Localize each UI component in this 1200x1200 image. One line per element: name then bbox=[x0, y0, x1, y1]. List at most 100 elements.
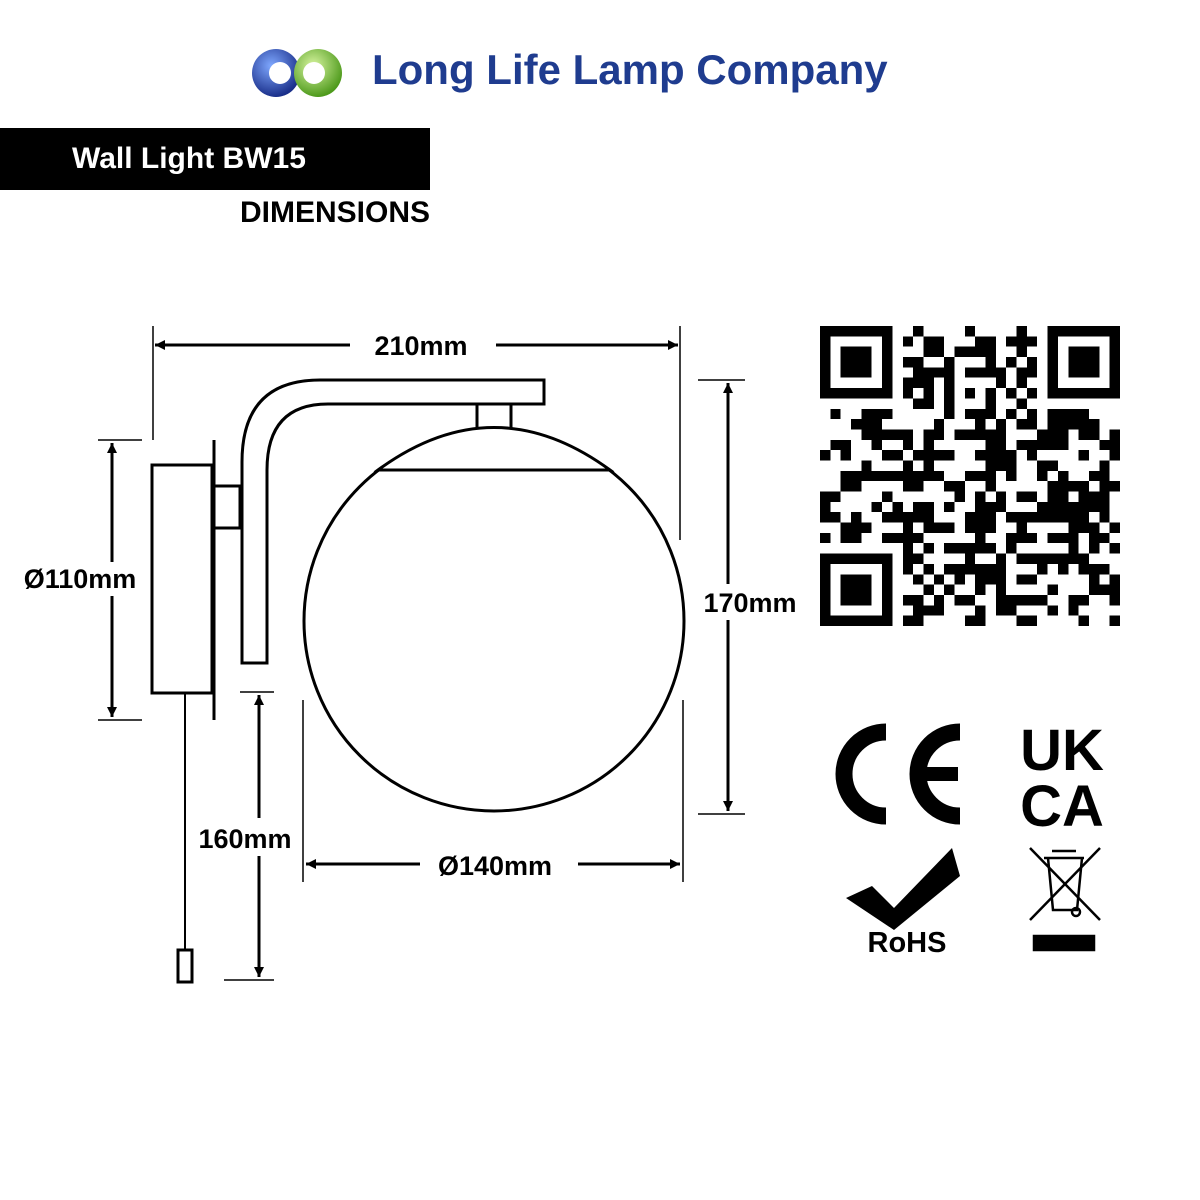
qr-module bbox=[944, 388, 955, 399]
qr-module bbox=[933, 594, 945, 606]
qr-module bbox=[1057, 501, 1069, 513]
qr-module bbox=[913, 481, 924, 492]
qr-module bbox=[1016, 377, 1027, 389]
qr-module bbox=[913, 398, 924, 409]
qr-module bbox=[964, 470, 976, 482]
qr-module bbox=[1068, 605, 1079, 616]
qr-module bbox=[985, 563, 996, 575]
qr-code-icon bbox=[820, 326, 1120, 626]
qr-module bbox=[995, 605, 1007, 616]
qr-module bbox=[1068, 408, 1079, 420]
qr-module bbox=[1026, 491, 1038, 502]
qr-module bbox=[985, 429, 996, 440]
qr-module bbox=[964, 543, 976, 554]
qr-module bbox=[923, 429, 934, 440]
qr-module bbox=[1026, 594, 1038, 606]
qr-module bbox=[1068, 522, 1079, 533]
qr-module bbox=[1047, 491, 1058, 502]
qr-module bbox=[1088, 470, 1100, 482]
qr-module bbox=[1078, 450, 1089, 461]
qr-module bbox=[985, 460, 996, 471]
qr-module bbox=[861, 470, 872, 482]
qr-module bbox=[1068, 543, 1079, 554]
qr-module bbox=[820, 532, 831, 544]
globe bbox=[302, 429, 686, 813]
qr-module bbox=[964, 346, 976, 358]
qr-module bbox=[975, 532, 986, 544]
qr-module bbox=[1109, 522, 1120, 533]
qr-module bbox=[995, 450, 1007, 461]
qr-module bbox=[985, 398, 996, 409]
qr-module bbox=[902, 429, 914, 440]
qr-module bbox=[1037, 439, 1048, 451]
qr-module bbox=[985, 543, 996, 554]
qr-module bbox=[1037, 460, 1048, 471]
qr-module bbox=[944, 450, 955, 461]
qr-module bbox=[995, 574, 1007, 585]
qr-module bbox=[1037, 594, 1048, 606]
qr-module bbox=[913, 326, 924, 337]
qr-module bbox=[964, 553, 976, 564]
qr-module bbox=[913, 367, 924, 378]
qr-module bbox=[1099, 501, 1110, 513]
qr-module bbox=[923, 605, 934, 616]
qr-module bbox=[1006, 336, 1017, 347]
qr-module bbox=[840, 439, 852, 451]
qr-module bbox=[1057, 563, 1069, 575]
qr-module bbox=[1047, 584, 1058, 595]
qr-module bbox=[985, 346, 996, 358]
qr-module bbox=[913, 553, 924, 564]
qr-module bbox=[1088, 419, 1100, 430]
qr-module bbox=[1057, 408, 1069, 420]
qr-module bbox=[944, 543, 955, 554]
qr-module bbox=[1088, 522, 1100, 533]
qr-module bbox=[820, 512, 831, 523]
qr-module bbox=[1026, 532, 1038, 544]
qr-module bbox=[995, 594, 1007, 606]
qr-module bbox=[1006, 543, 1017, 554]
qr-module bbox=[975, 501, 986, 513]
qr-module bbox=[840, 532, 852, 544]
qr-module bbox=[1068, 553, 1079, 564]
qr-module bbox=[1047, 532, 1058, 544]
company-name: Long Life Lamp Company bbox=[372, 46, 888, 93]
ukca-mark: UK CA bbox=[1020, 722, 1104, 828]
qr-module bbox=[1057, 470, 1069, 482]
lamp-outline bbox=[150, 378, 686, 984]
qr-module bbox=[954, 574, 965, 585]
qr-module bbox=[944, 501, 955, 513]
qr-module bbox=[1099, 460, 1110, 471]
qr-module bbox=[1078, 615, 1089, 626]
qr-module bbox=[975, 346, 986, 358]
qr-module bbox=[975, 429, 986, 440]
qr-module bbox=[985, 481, 996, 492]
qr-module bbox=[923, 398, 934, 409]
twin-ring-logo-icon bbox=[252, 49, 342, 97]
qr-module bbox=[892, 450, 903, 461]
qr-module bbox=[1068, 594, 1079, 606]
ukca-line-2: CA bbox=[1020, 774, 1104, 828]
header: Long Life Lamp Company bbox=[0, 0, 1200, 130]
qr-module bbox=[995, 563, 1007, 575]
qr-module bbox=[995, 367, 1007, 378]
qr-module bbox=[1099, 563, 1110, 575]
qr-module bbox=[861, 522, 872, 533]
qr-module bbox=[1016, 326, 1027, 337]
qr-module bbox=[1047, 419, 1058, 430]
qr-module bbox=[1037, 553, 1048, 564]
qr-module bbox=[1047, 501, 1058, 513]
qr-module bbox=[1088, 491, 1100, 502]
qr-module bbox=[1078, 419, 1089, 430]
qr-module bbox=[1006, 512, 1017, 523]
qr-module bbox=[923, 512, 934, 523]
qr-module bbox=[913, 605, 924, 616]
rohs-mark: RoHS bbox=[846, 848, 960, 956]
qr-module bbox=[1099, 491, 1110, 502]
qr-module bbox=[830, 512, 841, 523]
qr-module bbox=[923, 388, 934, 399]
qr-module bbox=[1088, 563, 1100, 575]
qr-module bbox=[975, 584, 986, 595]
qr-module bbox=[913, 377, 924, 389]
qr-module bbox=[902, 594, 914, 606]
qr-module bbox=[1026, 512, 1038, 523]
